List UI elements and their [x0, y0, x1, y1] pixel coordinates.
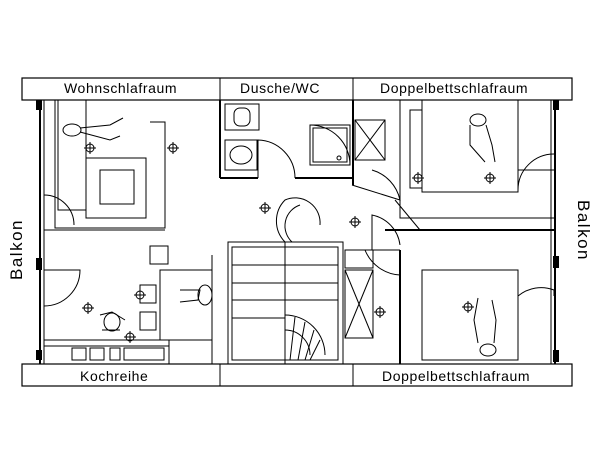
hall-doors	[351, 169, 421, 276]
balcony-label-right: Balkon	[574, 200, 593, 261]
closets	[344, 119, 386, 339]
outer-walls	[21, 77, 573, 387]
interior-walls	[44, 100, 555, 364]
living-room-furniture	[43, 99, 166, 307]
bathroom-fixtures	[224, 103, 351, 179]
room-label-doppelbettschlafraum-bottom: Doppelbettschlafraum	[382, 368, 530, 384]
room-label-doppelbettschlafraum-top: Doppelbettschlafraum	[380, 80, 528, 96]
ceiling-lights	[82, 142, 496, 343]
room-label-kochreihe: Kochreihe	[80, 368, 148, 384]
room-label-wohnschlafraum: Wohnschlafraum	[64, 80, 177, 96]
balcony-label-left: Balkon	[7, 219, 26, 280]
room-label-dusche-wc: Dusche/WC	[240, 80, 320, 96]
kitchen-furniture	[43, 245, 213, 365]
bedroom-bottom-furniture	[421, 269, 555, 361]
bedroom-top-furniture	[409, 99, 555, 193]
stairwell	[227, 197, 344, 365]
